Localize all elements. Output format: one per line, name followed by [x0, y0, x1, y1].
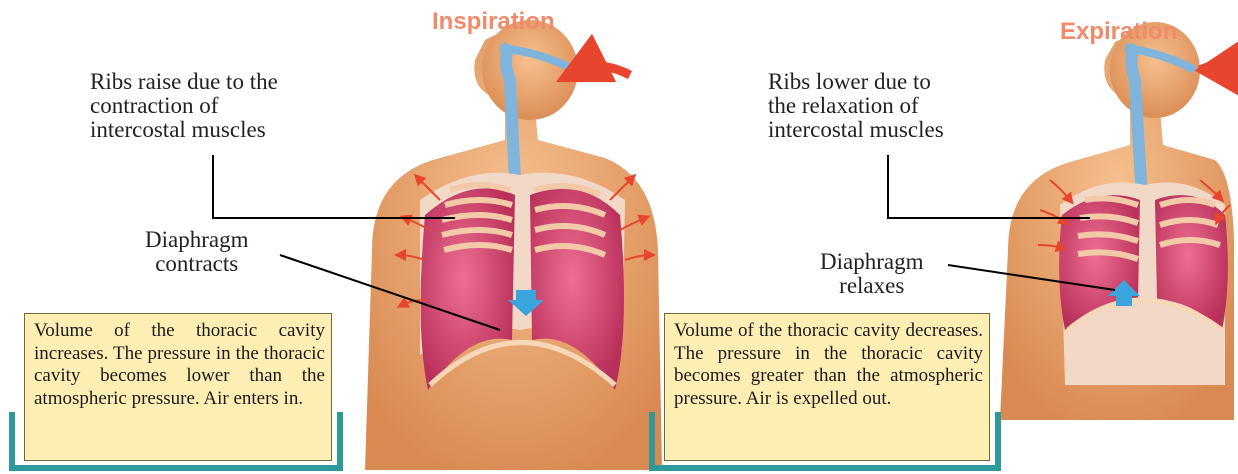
inspiration-figure — [365, 20, 662, 470]
inspiration-title: Inspiration — [432, 8, 555, 36]
diaphragm-label-inspiration: Diaphragm contracts — [145, 228, 248, 276]
ribs-label-inspiration: Ribs raise due to the contraction of int… — [90, 70, 278, 142]
exhale-arrow — [1200, 66, 1232, 78]
expiration-title: Expiration — [1060, 18, 1177, 46]
ribs-label-expiration: Ribs lower due to the relaxation of inte… — [768, 70, 944, 142]
expiration-note-box: Volume of the thoracic cavity decreases.… — [664, 313, 990, 461]
expiration-note-text: Volume of the thoracic cavity decreases.… — [674, 320, 983, 410]
expiration-figure — [1000, 22, 1234, 420]
inspiration-note-text: Volume of the thoracic cavity increases.… — [34, 320, 325, 410]
inspiration-note-box: Volume of the thoracic cavity increases.… — [24, 313, 332, 461]
diaphragm-label-expiration: Diaphragm relaxes — [820, 250, 923, 298]
inhale-arrow — [580, 66, 630, 75]
